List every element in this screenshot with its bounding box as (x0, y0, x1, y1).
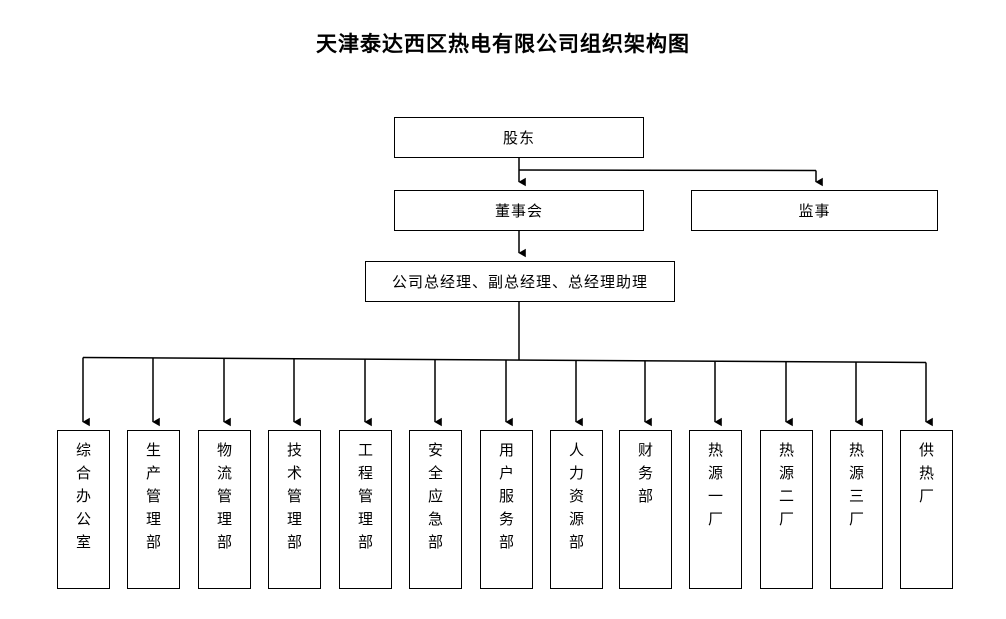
node-department-0[interactable]: 综合办公室 (57, 430, 110, 589)
node-department-7[interactable]: 人力资源部 (550, 430, 603, 589)
node-supervisor-label: 监事 (798, 201, 831, 220)
node-department-9-label: 热源一厂 (707, 441, 723, 528)
node-department-1-label: 生产管理部 (145, 441, 161, 551)
node-department-11-label: 热源三厂 (848, 441, 864, 528)
node-department-5-label: 安全应急部 (427, 441, 443, 551)
node-department-3-label: 技术管理部 (286, 441, 302, 551)
node-general-management-label: 公司总经理、副总经理、总经理助理 (391, 272, 648, 291)
node-department-3[interactable]: 技术管理部 (268, 430, 321, 589)
node-department-2-label: 物流管理部 (216, 441, 232, 551)
node-department-7-label: 人力资源部 (568, 441, 584, 551)
node-department-2[interactable]: 物流管理部 (198, 430, 251, 589)
node-department-12[interactable]: 供热厂 (900, 430, 953, 589)
node-board-of-directors-label: 董事会 (494, 201, 543, 220)
node-department-8-label: 财务部 (637, 441, 653, 505)
node-department-4-label: 工程管理部 (357, 441, 373, 551)
node-department-11[interactable]: 热源三厂 (830, 430, 883, 589)
node-department-10[interactable]: 热源二厂 (760, 430, 813, 589)
node-department-6[interactable]: 用户服务部 (480, 430, 533, 589)
node-department-9[interactable]: 热源一厂 (689, 430, 742, 589)
node-general-management[interactable]: 公司总经理、副总经理、总经理助理 (365, 261, 675, 302)
node-department-12-label: 供热厂 (918, 441, 934, 505)
node-department-6-label: 用户服务部 (498, 441, 514, 551)
node-department-1[interactable]: 生产管理部 (127, 430, 180, 589)
node-department-8[interactable]: 财务部 (619, 430, 672, 589)
node-supervisor[interactable]: 监事 (691, 190, 938, 231)
node-shareholders[interactable]: 股东 (394, 117, 644, 158)
node-shareholders-label: 股东 (502, 128, 535, 147)
page-title: 天津泰达西区热电有限公司组织架构图 (316, 31, 690, 56)
node-department-4[interactable]: 工程管理部 (339, 430, 392, 589)
node-department-5[interactable]: 安全应急部 (409, 430, 462, 589)
node-department-0-label: 综合办公室 (75, 441, 91, 551)
node-department-10-label: 热源二厂 (778, 441, 794, 528)
node-board-of-directors[interactable]: 董事会 (394, 190, 644, 231)
